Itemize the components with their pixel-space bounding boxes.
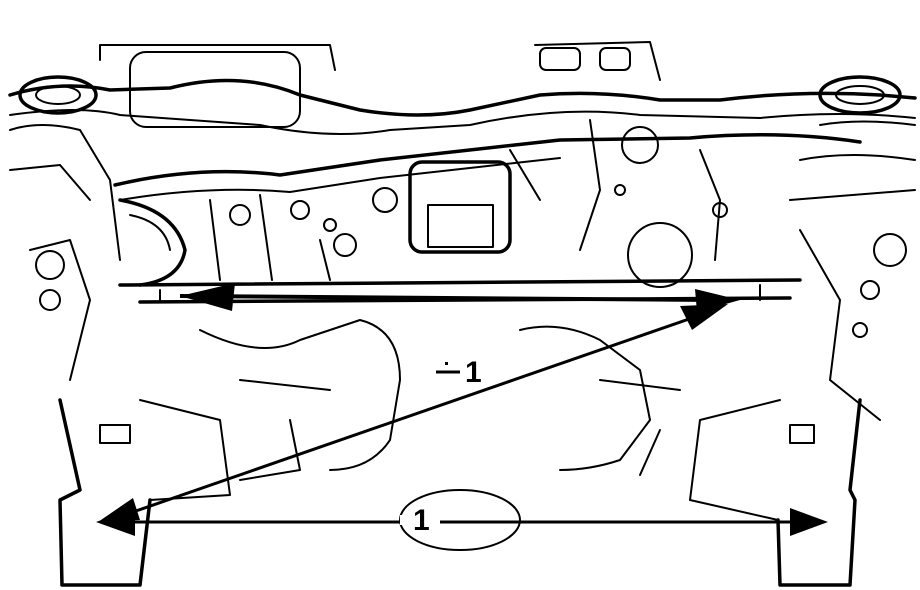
left-strut-tower xyxy=(9,75,187,381)
right-strut-tower xyxy=(789,75,916,421)
arrowhead-lower-left xyxy=(96,508,135,536)
diagonal-measurement-line xyxy=(109,308,716,522)
callouts: 1 1 xyxy=(400,356,482,537)
callout-diagonal-label: 1 xyxy=(465,356,482,389)
arrowhead-upper-left xyxy=(180,283,235,311)
callout-lower-label: 1 xyxy=(413,504,430,537)
lower-subframe xyxy=(58,319,862,587)
engine-bay-components xyxy=(209,119,728,288)
arrowhead-diagonal-top xyxy=(680,304,728,330)
upper-crossmember xyxy=(8,41,917,201)
arrowhead-lower-right xyxy=(790,508,828,536)
measurement-lines xyxy=(96,283,828,536)
